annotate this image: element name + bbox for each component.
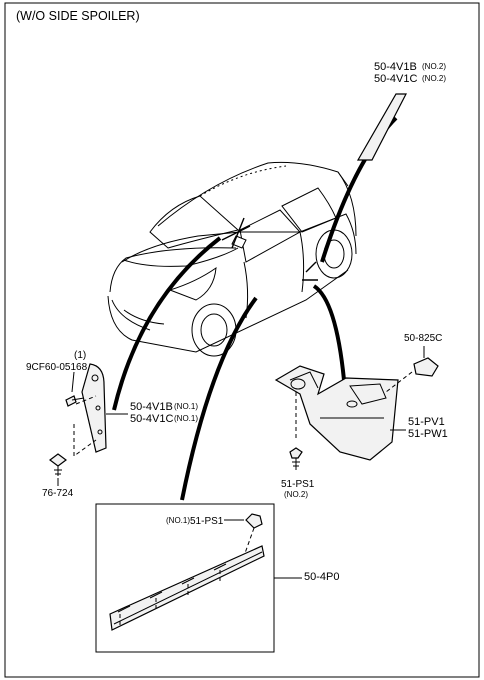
leader-curve-bracket	[312, 284, 346, 381]
callout-rear-garnish-c: 50-4V1C	[374, 73, 417, 85]
sill-garnish-part	[109, 545, 265, 631]
pointer-a-pillar	[221, 217, 251, 249]
front-garnish-part	[81, 363, 107, 453]
sill-detail-box	[95, 503, 275, 653]
callout-fastener-no1: 51-PS1	[190, 516, 224, 527]
garnish-dash-1	[75, 395, 97, 405]
callout-sill-garnish: 50-4P0	[304, 571, 339, 583]
page-frame	[4, 2, 480, 678]
fastener-no1-part	[245, 513, 263, 529]
callout-fastener-no2-note: (NO.2)	[284, 490, 308, 499]
fastener-no1-dash	[243, 527, 255, 557]
garnish-dash-2	[73, 424, 97, 457]
callout-fastener-no1-note: (NO.1)	[166, 516, 190, 525]
fastener-no2-part	[289, 447, 303, 470]
garnish-clip-hole-2	[95, 405, 101, 411]
garnish-clip-hole-3	[97, 429, 103, 435]
clip-50-825c-part	[413, 357, 439, 377]
callout-bracket-pv1: 51-PV1	[408, 416, 445, 428]
pointer-b-pillar	[302, 261, 318, 281]
callout-front-garnish-b: 50-4V1B	[130, 401, 173, 413]
leader-curve-sill	[180, 296, 258, 501]
callout-clip-76-724: 76-724	[42, 488, 74, 499]
clip-76-724-part	[49, 453, 67, 476]
leader-screw	[71, 371, 75, 393]
callout-screw-qty: (1)	[74, 350, 86, 361]
callout-front-garnish-c-note: (NO.1)	[174, 414, 198, 423]
callout-rear-garnish-c-note: (NO.2)	[422, 74, 446, 83]
screw-part	[65, 395, 85, 407]
callout-front-garnish-c: 50-4V1C	[130, 413, 173, 425]
car-illustration	[107, 161, 357, 357]
callout-rear-garnish-b: 50-4V1B	[374, 61, 417, 73]
callout-clip-50-825c: 50-825C	[404, 333, 442, 344]
bracket-part	[274, 365, 399, 461]
leader-curve-front	[112, 236, 222, 411]
callout-bracket-pw1: 51-PW1	[408, 428, 448, 440]
clip-50-825c-dash	[385, 371, 413, 393]
rear-garnish-part	[356, 93, 407, 161]
callout-front-garnish-b-note: (NO.1)	[174, 402, 198, 411]
callout-fastener-no2: 51-PS1	[281, 479, 315, 490]
garnish-clip-hole	[91, 374, 99, 382]
page-title: (W/O SIDE SPOILER)	[16, 9, 140, 23]
callout-screw: 9CF60-05168	[26, 362, 88, 373]
callout-rear-garnish-b-note: (NO.2)	[422, 62, 446, 71]
